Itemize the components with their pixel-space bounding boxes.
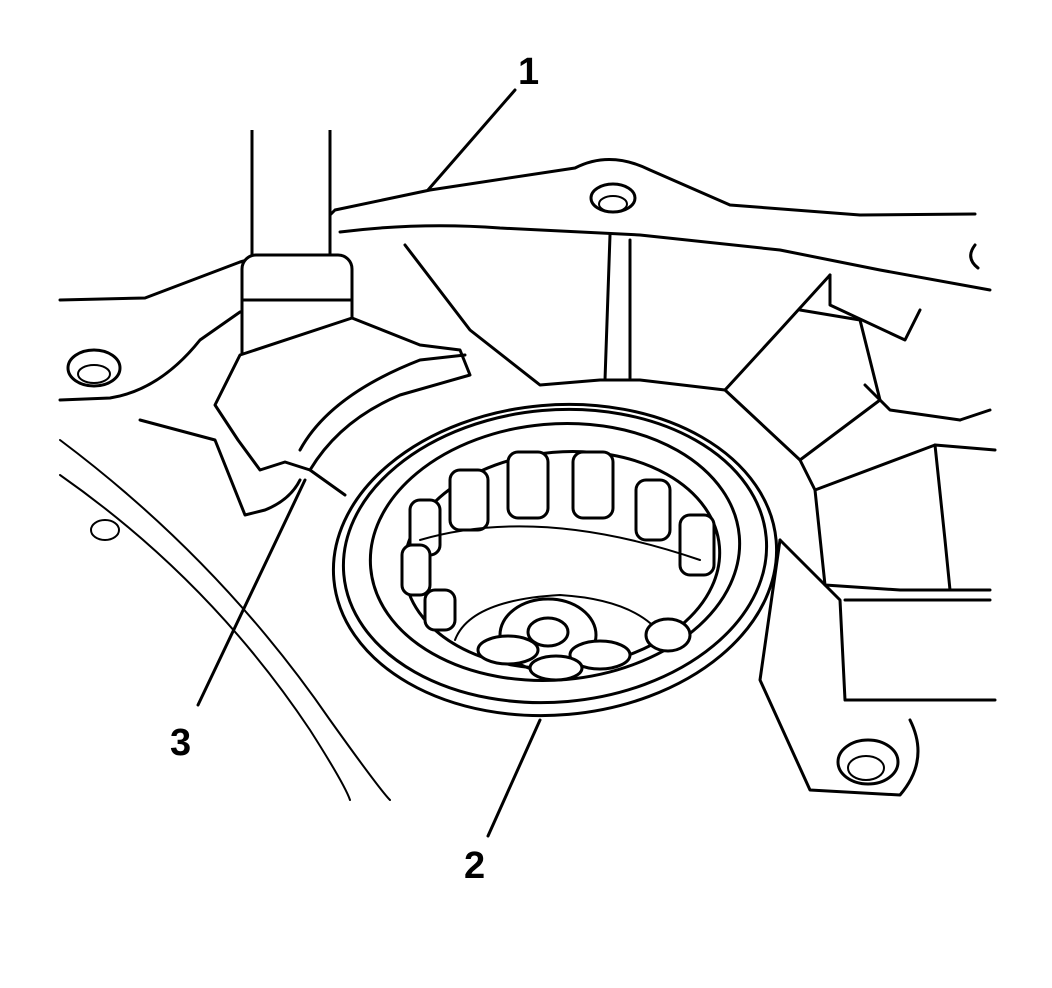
callout-label-2: 2 [464, 845, 485, 887]
leader-line-2 [486, 718, 542, 838]
callout-leaders [196, 88, 542, 838]
callout-label-3: 3 [170, 722, 191, 764]
housing [58, 158, 997, 801]
callout-label-1: 1 [518, 51, 539, 93]
bearing-rollers [400, 450, 716, 632]
seal [331, 402, 779, 718]
bearing [400, 450, 716, 682]
leader-line-1 [426, 88, 517, 192]
seal-remover-tool [213, 130, 472, 497]
leader-line-3 [196, 478, 307, 707]
